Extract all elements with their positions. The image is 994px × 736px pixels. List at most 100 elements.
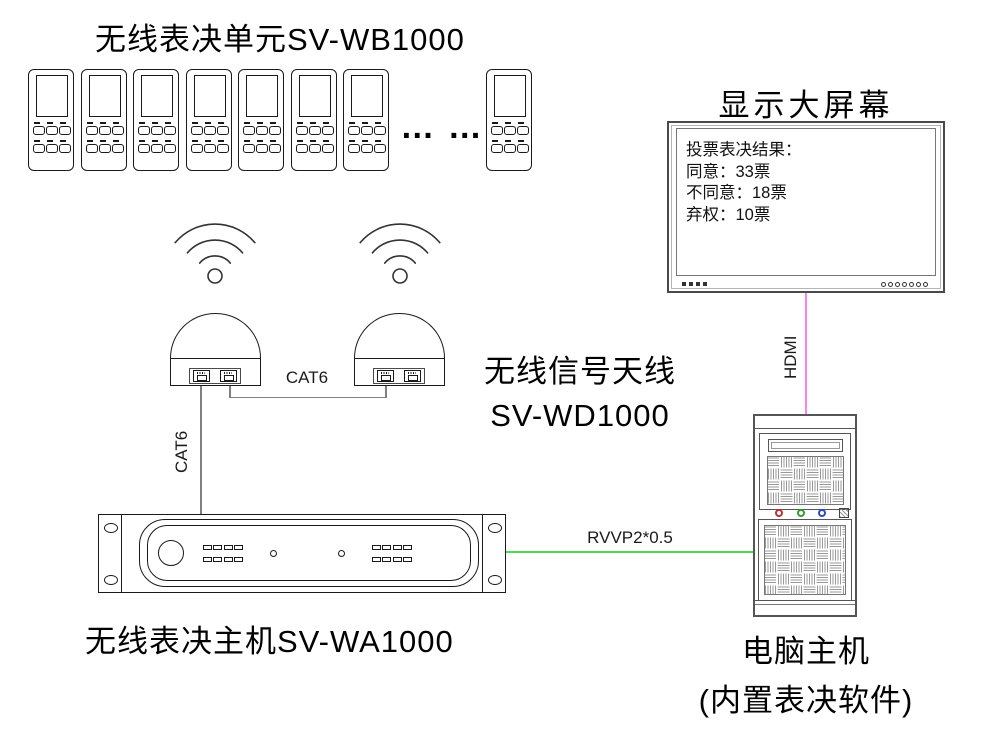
- unit-button-label-mark: [34, 122, 40, 124]
- voting-unit: [238, 69, 284, 171]
- antenna-port-strip: [189, 368, 241, 384]
- tower-vent-lower: [764, 525, 846, 595]
- unit-button-label-mark: [86, 140, 93, 142]
- voting-unit: [80, 69, 127, 171]
- power-led-green: [797, 509, 805, 517]
- power-led-blue: [818, 509, 826, 517]
- unit-button: [33, 126, 45, 135]
- antenna-dome-shell: [170, 313, 261, 358]
- pc-label-line2: (内置表决软件): [698, 683, 914, 718]
- voting-unit: [290, 69, 337, 171]
- unit-button-label-mark: [244, 122, 250, 124]
- unit-button: [138, 144, 150, 153]
- unit-button: [269, 126, 281, 135]
- rack-ear-right: [482, 514, 506, 593]
- rack-mount-hole: [487, 523, 502, 533]
- voting-unit-screen: [494, 75, 526, 117]
- unit-button: [203, 126, 216, 135]
- pc-tower: [753, 414, 857, 617]
- tower-top-cap: [755, 416, 855, 429]
- bezel-buttons-left: [682, 282, 707, 286]
- unit-button: [321, 144, 334, 153]
- host-label: 无线表决主机SV-WA1000: [85, 624, 454, 659]
- unit-button: [151, 126, 163, 135]
- host-knob: [158, 540, 184, 566]
- antenna-dome-shell: [354, 313, 445, 358]
- unit-button-label-mark: [152, 122, 158, 124]
- host-button-grid-left: [203, 545, 243, 562]
- unit-button-label-mark: [257, 140, 263, 142]
- rvvp-cable: [506, 551, 753, 553]
- unit-button: [504, 126, 516, 135]
- unit-button-label-mark: [99, 122, 106, 124]
- unit-button: [203, 144, 216, 153]
- unit-button-label-mark: [309, 140, 316, 142]
- antenna-dome-right: [354, 313, 446, 386]
- unit-button: [243, 144, 255, 153]
- unit-button: [138, 126, 150, 135]
- rj45-port-icon: [377, 370, 394, 382]
- unit-button-label-mark: [309, 122, 316, 124]
- hdmi-cable: [805, 293, 807, 414]
- cat6-cable-link: [385, 386, 387, 398]
- host-indicator: [270, 550, 277, 557]
- unit-button: [85, 126, 98, 135]
- rack-mount-hole: [103, 523, 118, 533]
- bezel-leds-right: [881, 282, 929, 288]
- unit-button: [269, 144, 281, 153]
- unit-button-label-mark: [296, 140, 303, 142]
- antenna-label-line2: SV-WD1000: [490, 398, 670, 433]
- unit-button-label-mark: [47, 140, 53, 142]
- voting-unit-screen: [88, 75, 121, 117]
- unit-button-label-mark: [322, 122, 329, 124]
- unit-button-label-mark: [362, 122, 368, 124]
- unit-button-label-mark: [257, 122, 263, 124]
- tower-vent-upper: [767, 456, 844, 505]
- unit-button: [151, 144, 163, 153]
- vote-result-line: 投票表决结果：: [686, 141, 802, 159]
- unit-button: [295, 144, 308, 153]
- voting-unit-screen: [193, 75, 226, 117]
- unit-button: [361, 126, 373, 135]
- unit-button: [46, 126, 58, 135]
- unit-button: [33, 144, 45, 153]
- unit-button: [46, 144, 58, 153]
- unit-button-label-mark: [204, 140, 211, 142]
- unit-button: [517, 144, 529, 153]
- unit-button-label-mark: [204, 122, 211, 124]
- voting-unit: [28, 69, 74, 171]
- hdmi-label: HDMI: [781, 335, 800, 379]
- host-button-grid-right: [372, 545, 412, 562]
- unit-button: [504, 144, 516, 153]
- cat6-cable-link: [229, 386, 231, 398]
- unit-button-label-mark: [505, 140, 511, 142]
- unit-button-label-mark: [518, 122, 524, 124]
- display-screen: 投票表决结果： 同意：33票 不同意：18票 弃权：10票: [667, 121, 945, 293]
- unit-button: [85, 144, 98, 153]
- cat6-cable-link: [229, 396, 386, 399]
- unit-button-label-mark: [217, 122, 224, 124]
- unit-button-label-mark: [518, 140, 524, 142]
- unit-button-label-mark: [139, 122, 145, 124]
- unit-button: [517, 126, 529, 135]
- unit-button-label-mark: [505, 122, 511, 124]
- rvvp-label: RVVP2*0.5: [587, 528, 673, 547]
- vote-result-line: 弃权：10票: [686, 205, 771, 224]
- vote-result-line: 同意：33票: [686, 162, 771, 181]
- unit-button: [308, 144, 321, 153]
- voting-units-title: 无线表决单元SV-WB1000: [95, 22, 465, 57]
- unit-button: [256, 126, 268, 135]
- unit-button: [190, 144, 203, 153]
- rj45-port-icon: [404, 370, 421, 382]
- unit-button-label-mark: [152, 140, 158, 142]
- voting-unit-screen: [141, 75, 173, 117]
- tower-drive-bay: [768, 439, 843, 452]
- wifi-signal-icon: [359, 223, 441, 284]
- unit-button: [98, 126, 111, 135]
- unit-button-label-mark: [492, 140, 498, 142]
- unit-button: [243, 126, 255, 135]
- voting-unit: [486, 69, 532, 171]
- voting-unit: [185, 69, 232, 171]
- unit-button: [164, 144, 176, 153]
- rj45-port-icon: [193, 370, 210, 382]
